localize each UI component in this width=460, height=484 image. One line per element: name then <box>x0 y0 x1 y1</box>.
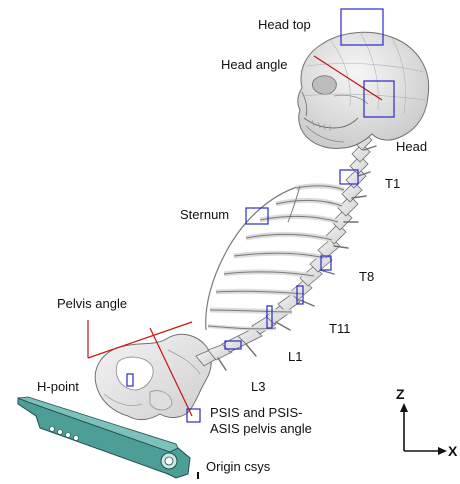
label-t8: T8 <box>359 269 374 284</box>
label-head-angle: Head angle <box>221 57 288 72</box>
label-head-top: Head top <box>258 17 311 32</box>
skull <box>298 32 429 149</box>
label-t11: T11 <box>329 321 350 336</box>
coordinate-axes <box>400 403 447 455</box>
axis-label-x: X <box>448 443 457 459</box>
label-head: Head <box>396 139 427 154</box>
label-l1: L1 <box>288 349 302 364</box>
label-l3: L3 <box>251 379 265 394</box>
pelvis <box>95 334 211 419</box>
label-psis-line1: PSIS and PSIS- <box>210 405 303 420</box>
axis-label-z: Z <box>396 386 405 402</box>
x-axis-arrow <box>438 447 447 455</box>
plate-hole <box>58 430 63 435</box>
plate-hole <box>50 427 55 432</box>
plate-hole <box>66 433 71 438</box>
label-pelvis-angle: Pelvis angle <box>57 296 127 311</box>
label-sternum: Sternum <box>180 207 229 222</box>
z-axis-arrow <box>400 403 408 412</box>
label-origin-csys: Origin csys <box>206 459 270 474</box>
plate-hole <box>74 436 79 441</box>
label-h-point: H-point <box>37 379 79 394</box>
label-t1: T1 <box>385 176 400 191</box>
label-psis-line2: ASIS pelvis angle <box>210 421 312 436</box>
